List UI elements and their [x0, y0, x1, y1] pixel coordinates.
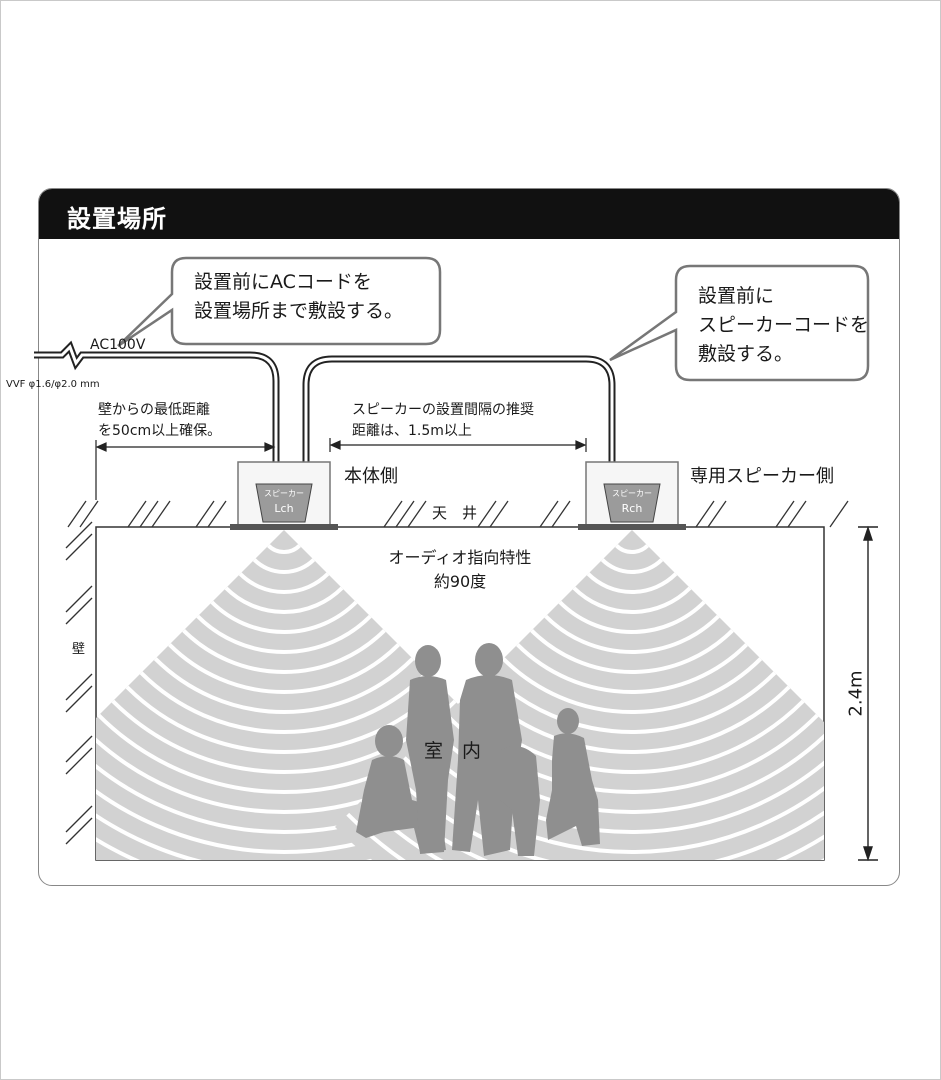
sound-wave-arc: [196, 614, 372, 654]
callout-left: 設置前にACコードを 設置場所まで敷設する。: [194, 268, 403, 326]
sound-wave-arc: [210, 600, 358, 634]
indoor-label: 室 内: [424, 740, 482, 762]
sound-wave-arc: [360, 798, 824, 860]
wall-distance-line-1: 壁からの最低距離: [98, 402, 210, 418]
ceiling-label: 天 井: [432, 504, 478, 522]
directivity-note: オーディオ指向特性 約90度: [360, 546, 560, 594]
sound-wave-arc: [516, 643, 748, 694]
wall-hatch: [65, 521, 93, 845]
wall-distance-dimension: [95, 440, 276, 500]
height-dimension: [858, 525, 878, 862]
wall-distance-note: 壁からの最低距離 を50cm以上確保。: [98, 400, 221, 442]
sound-wave-arc: [388, 770, 824, 860]
callout-left-line-2: 設置場所まで敷設する。: [194, 300, 404, 322]
sound-wave-arc: [252, 558, 316, 574]
sound-wave-arc: [125, 685, 443, 754]
sound-wave-arc: [530, 628, 734, 674]
right-speaker-top-label: スピーカー: [612, 489, 652, 498]
panel-header: 設置場所: [39, 189, 899, 239]
speaker-spacing-line-2: 距離は、1.5m以上: [352, 423, 472, 439]
speaker-spacing-dimension: [329, 438, 587, 452]
callout-right-line-2: スピーカーコードを: [698, 314, 870, 336]
sound-wave-arc: [182, 628, 386, 674]
left-speaker-channel: Lch: [274, 502, 294, 515]
sound-wave-arc: [572, 586, 692, 614]
sound-wave-arc: [224, 586, 344, 614]
speaker-spacing-line-1: スピーカーの設置間隔の推奨: [352, 402, 534, 418]
speaker-spacing-note: スピーカーの設置間隔の推奨 距離は、1.5m以上: [352, 400, 534, 442]
callout-bubbles: [117, 256, 870, 382]
directivity-line-2: 約90度: [433, 572, 487, 591]
callout-left-line-1: 設置前にACコードを: [194, 271, 372, 293]
sound-wave-arc: [544, 614, 720, 654]
wall-distance-line-2: を50cm以上確保。: [98, 423, 222, 439]
sound-wave-arc: [600, 558, 664, 574]
sound-wave-arc: [267, 544, 301, 554]
people-silhouettes: [356, 643, 600, 856]
sound-wave-arc: [586, 572, 678, 594]
dedicated-side-label: 専用スピーカー側: [690, 466, 834, 487]
ac-label: AC100V: [90, 337, 146, 353]
sound-wave-arc: [558, 600, 706, 634]
wall-label: 壁: [72, 642, 86, 657]
left-speaker-top-label: スピーカー: [264, 489, 304, 498]
left-speaker-unit: [230, 461, 338, 530]
main-side-label: 本体側: [344, 466, 398, 487]
right-speaker-channel: Rch: [621, 502, 643, 515]
sound-wave-arc: [615, 544, 649, 554]
directivity-line-1: オーディオ指向特性: [388, 548, 532, 567]
ceiling-hatch: [67, 500, 849, 528]
sound-wave-arc: [501, 657, 763, 714]
panel-title: 設置場所: [67, 205, 167, 233]
sound-wave-arc: [153, 657, 415, 714]
cable-spec-label: VVF φ1.6/φ2.0 mm: [6, 379, 100, 390]
sound-wave-arc: [487, 671, 777, 734]
right-speaker-unit: [578, 461, 686, 530]
sound-wave-arc: [168, 643, 400, 694]
height-label: 2.4m: [845, 670, 867, 717]
cables: [34, 340, 616, 462]
sound-wave-arc: [139, 671, 429, 734]
callout-right-line-3: 敷設する。: [698, 343, 794, 365]
callout-right: 設置前に スピーカーコードを 敷設する。: [698, 282, 869, 369]
callout-right-line-1: 設置前に: [698, 285, 775, 307]
sound-wave-arc: [238, 572, 330, 594]
